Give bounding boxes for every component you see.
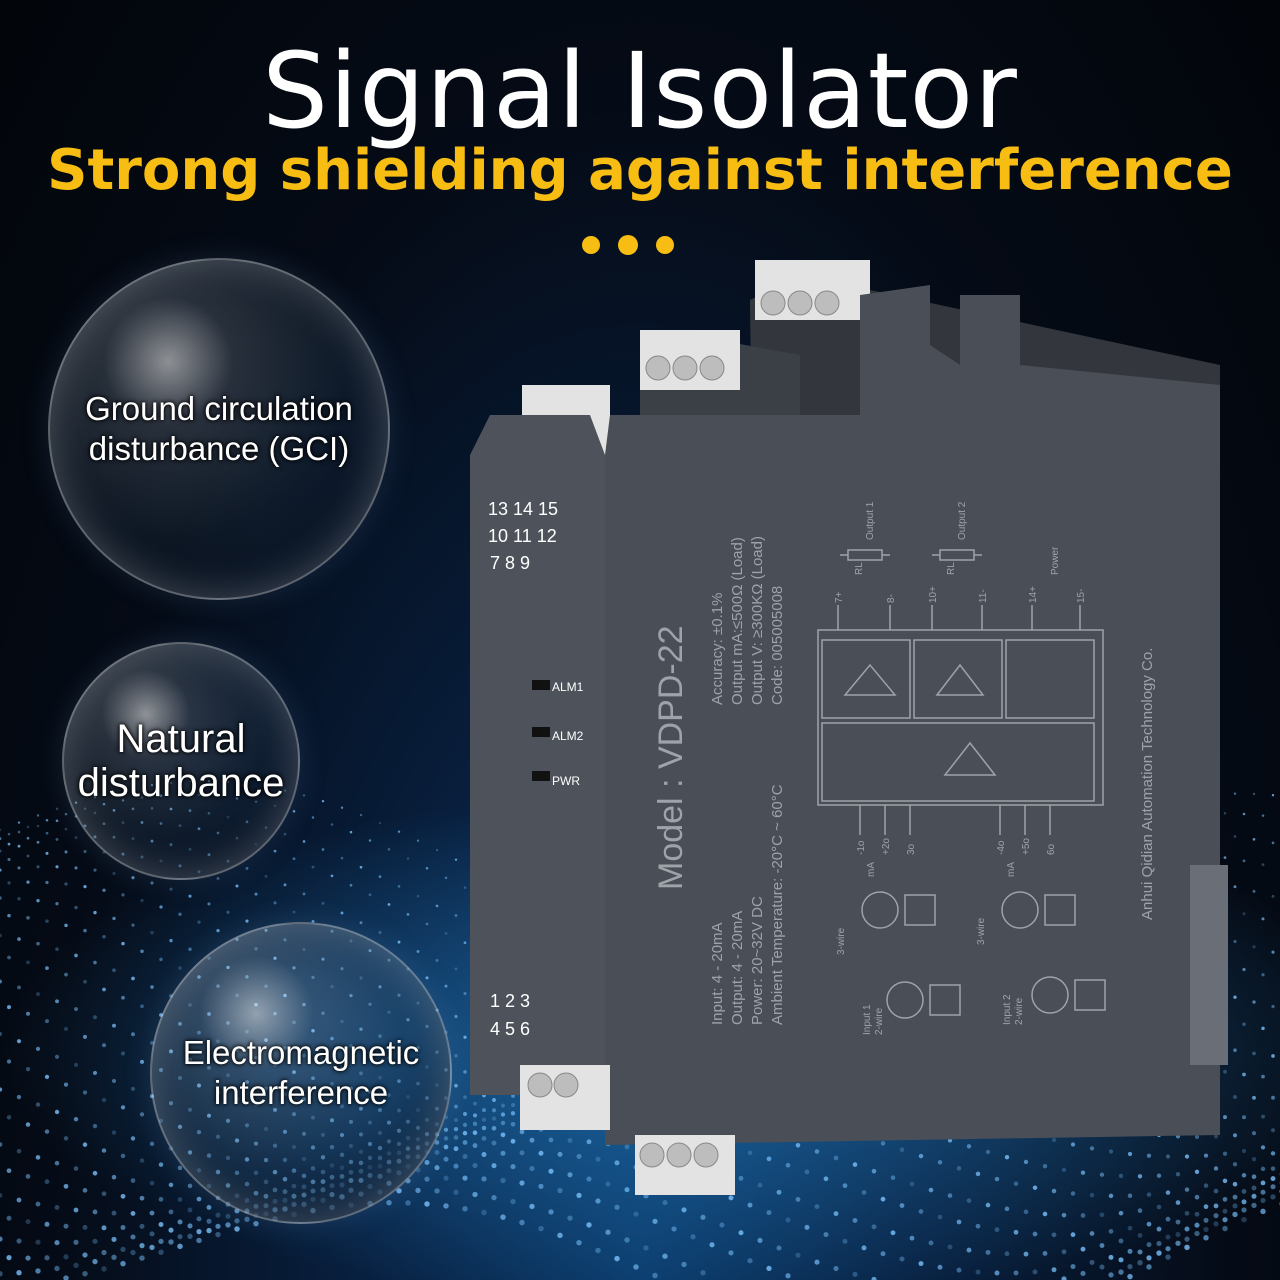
spec-output-v: Output V: ≥300KΩ (Load) xyxy=(749,536,766,705)
diagram-power: Power xyxy=(1050,546,1061,575)
terminal-numbers-top-row3: 7 8 9 xyxy=(490,553,530,573)
diagram-t10: 10+ xyxy=(928,586,939,603)
diagram-t6: 6o xyxy=(1046,843,1057,855)
signal-isolator-device: 13 14 15 10 11 12 7 8 9 1 2 3 4 5 6 ALM1… xyxy=(470,260,1228,1195)
diagram-t3: 3o xyxy=(906,843,917,855)
spec-accuracy: Accuracy: ±0.1% xyxy=(709,593,726,705)
ellipsis-dots xyxy=(582,235,682,260)
diagram-input1: Input 1 xyxy=(862,1004,873,1035)
diagram-input2: Input 2 xyxy=(1002,994,1013,1025)
diagram-t8: 8- xyxy=(886,594,897,603)
spec-input: Input: 4 - 20mA xyxy=(709,922,726,1025)
diagram-2wire-1: 2-wire xyxy=(874,1007,885,1035)
diagram-ma-2: mA xyxy=(1006,862,1017,877)
diagram-t2: +2o xyxy=(881,838,892,855)
model-label: Model : VDPD-22 xyxy=(652,625,690,890)
diagram-t15: 15- xyxy=(1076,589,1087,603)
led-label-alm2: ALM2 xyxy=(552,729,584,743)
diagram-rl-2: RL xyxy=(946,562,957,575)
diagram-t5: +5o xyxy=(1021,838,1032,855)
terminal-block-top-middle xyxy=(640,330,740,390)
diagram-output1: Output 1 xyxy=(865,501,876,540)
page-title: Signal Isolator xyxy=(262,30,1018,152)
terminal-block-bottom xyxy=(520,1065,735,1195)
spec-power: Power: 20~32V DC xyxy=(749,896,766,1025)
spec-temperature: Ambient Temperature: -20°C ~ 60°C xyxy=(769,784,786,1025)
terminal-numbers-top-row2: 10 11 12 xyxy=(488,526,557,546)
diagram-2wire-2: 2-wire xyxy=(1014,997,1025,1025)
diagram-t14: 14+ xyxy=(1028,586,1039,603)
spec-code: Code: 005005008 xyxy=(769,586,786,705)
diagram-3wire-2: 3-wire xyxy=(976,917,987,945)
wiring-diagram xyxy=(817,549,1106,1019)
led-label-alm1: ALM1 xyxy=(552,680,584,694)
diagram-rl-1: RL xyxy=(854,562,865,575)
diagram-output2: Output 2 xyxy=(957,501,968,540)
diagram-3wire-1: 3-wire xyxy=(836,927,847,955)
terminal-block-top-back xyxy=(755,260,870,320)
terminal-numbers-bottom-row2: 4 5 6 xyxy=(490,1019,530,1039)
diagram-t4: -4o xyxy=(996,840,1007,855)
page-subtitle: Strong shielding against interference xyxy=(47,138,1233,203)
diagram-t11: 11- xyxy=(978,589,989,603)
terminal-numbers-bottom-row1: 1 2 3 xyxy=(490,991,530,1011)
led-label-pwr: PWR xyxy=(552,774,580,788)
diagram-t7: 7+ xyxy=(834,591,845,603)
spec-output-ma: Output mA:≤500Ω (Load) xyxy=(729,537,746,705)
spec-output: Output: 4 - 20mA xyxy=(729,911,746,1025)
diagram-ma-1: mA xyxy=(866,862,877,877)
terminal-numbers-top-row1: 13 14 15 xyxy=(488,499,558,519)
manufacturer-label: Anhui Qidian Automation Technology Co. xyxy=(1139,648,1156,920)
diagram-t1: -1o xyxy=(856,840,867,855)
